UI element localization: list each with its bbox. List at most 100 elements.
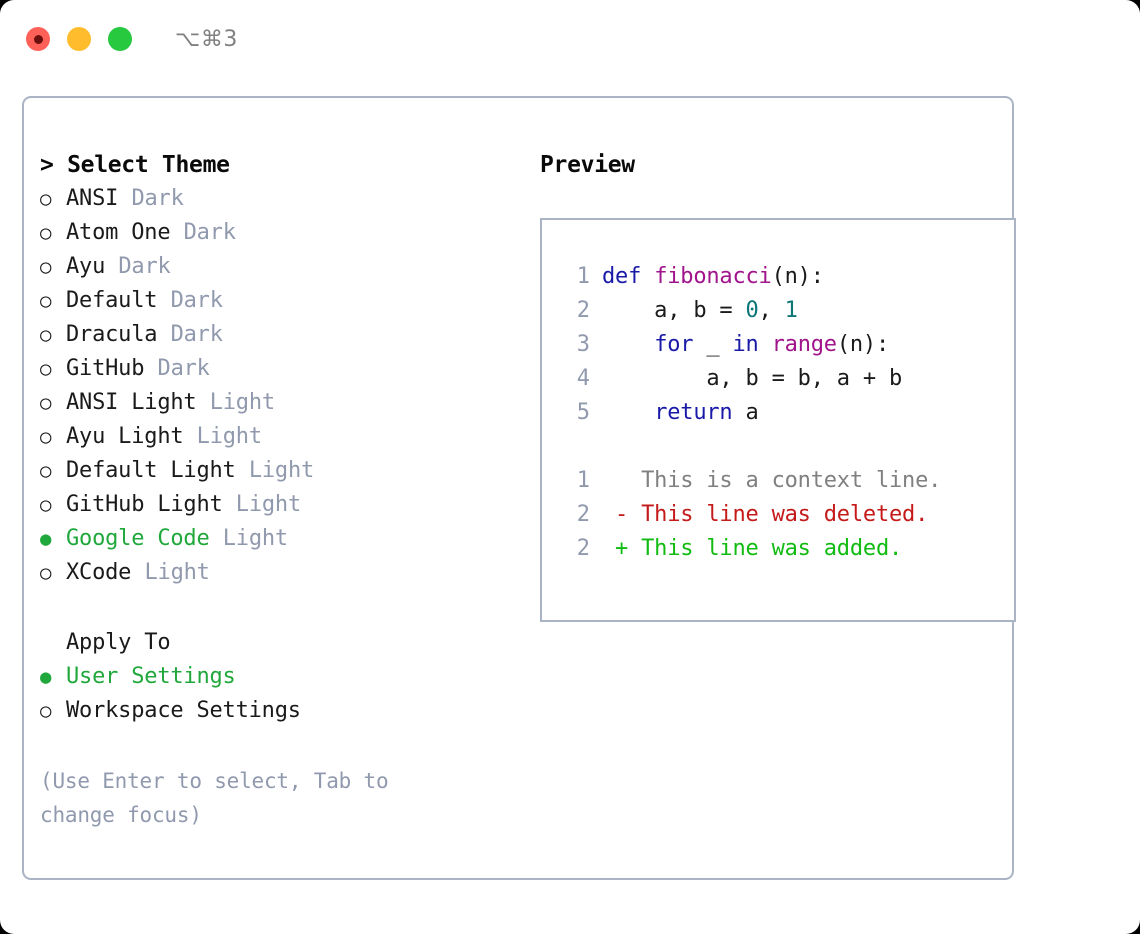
radio-selected-icon: ● [40, 528, 52, 550]
radio-unselected-icon: ○ [40, 562, 52, 584]
apply-to-option-workspace-settings[interactable]: ○Workspace Settings [40, 694, 510, 728]
token-plain [602, 332, 654, 357]
close-button[interactable] [26, 27, 50, 51]
apply-to-option-user-settings[interactable]: ● User Settings [40, 660, 510, 694]
radio-unselected-icon: ○ [40, 358, 52, 380]
line-content: return a [602, 396, 759, 430]
line-number: 3 [576, 332, 590, 357]
code-spacer [560, 430, 1014, 464]
theme-option-github[interactable]: ○GitHub Dark [40, 352, 510, 386]
line-number: 1 [576, 264, 590, 289]
theme-option-xcode[interactable]: ○XCode Light [40, 556, 510, 590]
theme-option-ansi[interactable]: ○ANSI Dark [40, 182, 510, 216]
recording-indicator-icon [33, 34, 43, 44]
theme-option-default[interactable]: ○Default Dark [40, 284, 510, 318]
theme-option-default-light[interactable]: ○Default Light Light [40, 454, 510, 488]
title-bar: ⌥⌘3 [0, 0, 1140, 78]
apply-to-header: Apply To [66, 630, 171, 655]
theme-option-label: Atom One [66, 220, 171, 245]
radio-selected-icon: ● [40, 666, 52, 688]
line-number: 2 [576, 298, 590, 323]
label-badge-gap [105, 250, 118, 284]
apply-to-option-label: User Settings [66, 664, 236, 689]
label-badge-gap [131, 556, 144, 590]
theme-option-ayu-light[interactable]: ○Ayu Light Light [40, 420, 510, 454]
token-fn: fibonacci [654, 264, 772, 289]
theme-option-label: Ayu [66, 254, 106, 279]
label-badge-gap [157, 318, 170, 352]
theme-option-ansi-light[interactable]: ○ANSI Light Light [40, 386, 510, 420]
theme-variant-badge: Dark [183, 220, 236, 245]
theme-picker-title: > Select Theme [40, 152, 230, 178]
theme-option-label: ANSI Light [66, 390, 197, 415]
token-kw: in [732, 332, 759, 357]
label-badge-gap [157, 284, 170, 318]
theme-option-github-light[interactable]: ○ GitHub Light Light [40, 488, 510, 522]
theme-option-atom-one[interactable]: ○ Atom One Dark [40, 216, 510, 250]
label-badge-gap [144, 352, 157, 386]
token-plain [759, 332, 772, 357]
apply-to-option-label: Workspace Settings [66, 698, 301, 723]
diff-sample: 1 This is a context line.2 - This line w… [560, 464, 1014, 566]
token-plain: (n): [771, 264, 824, 289]
theme-option-label: Ayu Light [66, 424, 184, 449]
theme-option-ayu[interactable]: ○Ayu Dark [40, 250, 510, 284]
theme-variant-badge: Light [235, 492, 302, 517]
diff-line: 2 + This line was added. [560, 532, 1014, 566]
token-plain: a [732, 400, 759, 425]
token-plain: _ [693, 332, 733, 357]
main-panel: > Select Theme ○ANSI Dark○Atom One Dark○… [22, 96, 1016, 880]
token-plain [602, 400, 654, 425]
label-badge-gap [118, 182, 131, 216]
line-number: 2 [576, 536, 590, 561]
token-del: - This line was deleted. [602, 502, 929, 527]
label-badge-gap [196, 386, 209, 420]
diff-line: 2 - This line was deleted. [560, 498, 1014, 532]
code-line: 1 def fibonacci(n): [560, 260, 1014, 294]
theme-option-label: XCode [66, 560, 132, 585]
line-content: a, b = 0, 1 [602, 294, 798, 328]
theme-option-label: GitHub [66, 356, 145, 381]
theme-option-dracula[interactable]: ○Dracula Dark [40, 318, 510, 352]
code-line: 4 a, b = b, a + b [560, 362, 1014, 396]
minimize-button[interactable] [67, 27, 91, 51]
radio-unselected-icon: ○ [40, 494, 52, 516]
code-line: 5 return a [560, 396, 1014, 430]
radio-unselected-icon: ○ [40, 188, 52, 210]
theme-option-label: Default Light [66, 458, 236, 483]
code-line: 3 for _ in range(n): [560, 328, 1014, 362]
token-num: 1 [784, 298, 798, 323]
token-plain: a, b = b, a + b [602, 366, 903, 391]
token-fn: range [771, 332, 837, 357]
radio-unselected-icon: ○ [40, 222, 52, 244]
token-plain: (n): [836, 332, 890, 357]
token-kw: for [654, 332, 694, 357]
radio-unselected-icon: ○ [40, 392, 52, 414]
keyboard-shortcut-label: ⌥⌘3 [175, 26, 238, 52]
maximize-button[interactable] [108, 27, 132, 51]
theme-option-label: Default [66, 288, 158, 313]
radio-unselected-icon: ○ [40, 256, 52, 278]
token-kw: def [602, 264, 655, 289]
theme-option-label: GitHub Light [66, 492, 223, 517]
section-spacer [40, 590, 510, 626]
label-badge-gap [183, 420, 196, 454]
line-number: 2 [576, 502, 590, 527]
theme-picker-column: > Select Theme ○ANSI Dark○Atom One Dark○… [40, 148, 510, 832]
line-content: for _ in range(n): [602, 328, 889, 362]
window-controls [26, 27, 132, 51]
theme-variant-badge: Light [248, 458, 315, 483]
line-content: + This line was added. [602, 532, 902, 566]
theme-variant-badge: Light [222, 526, 288, 551]
label-badge-gap [223, 488, 236, 522]
line-number: 1 [576, 468, 590, 493]
theme-variant-badge: Dark [170, 322, 223, 347]
token-plain: , [758, 298, 785, 323]
theme-option-label: Google Code [66, 526, 210, 551]
radio-unselected-icon: ○ [40, 290, 52, 312]
theme-option-google-code[interactable]: ● Google Code Light [40, 522, 510, 556]
